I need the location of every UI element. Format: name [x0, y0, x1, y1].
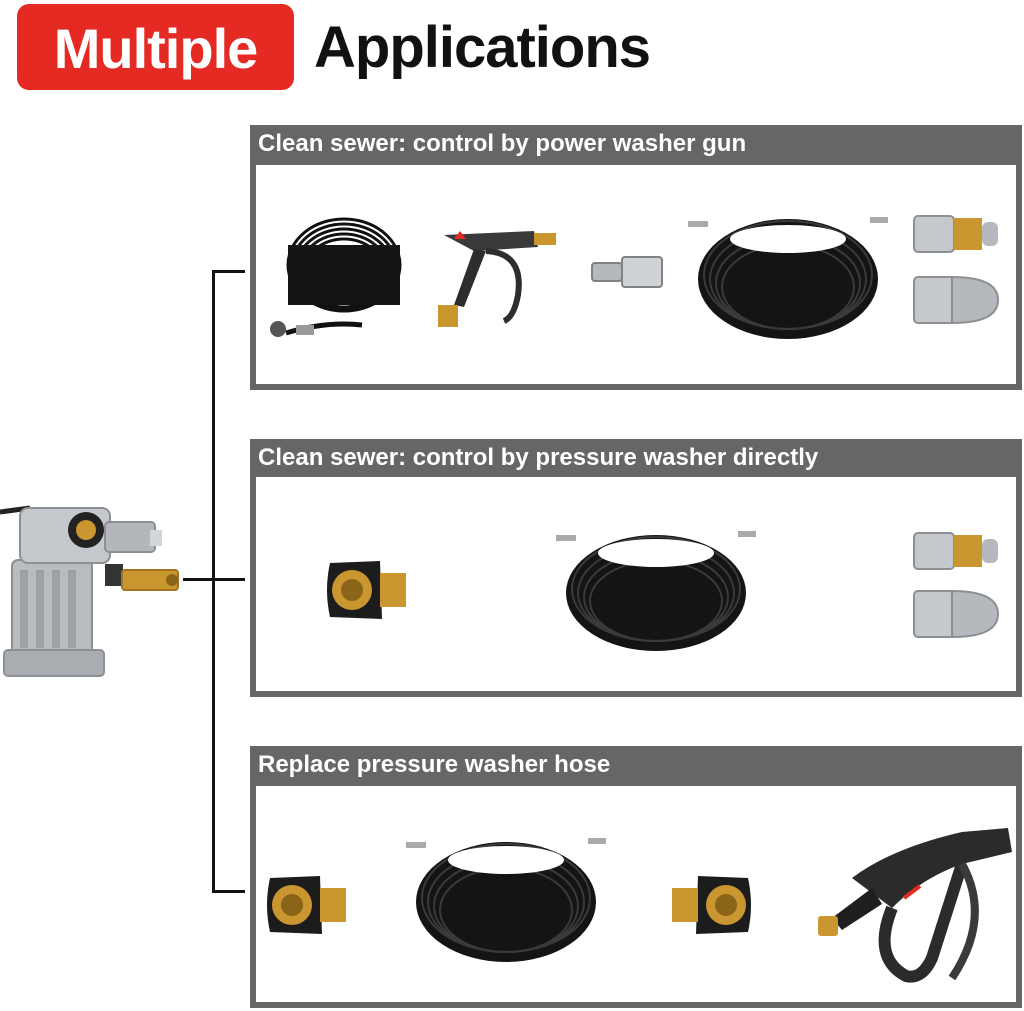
sewer-hose-icon	[556, 531, 756, 651]
panel-power-washer-gun: Clean sewer: control by power washer gun	[250, 125, 1022, 390]
title-badge-text: Multiple	[53, 17, 259, 80]
spray-gun-icon	[818, 828, 1012, 983]
pump-icon	[0, 505, 179, 677]
title-badge: Multiple	[17, 4, 294, 90]
sewer-hose-icon	[688, 217, 888, 339]
panel-body	[256, 786, 1016, 1002]
coupler-icon	[672, 876, 751, 934]
panel-body	[256, 477, 1016, 691]
page-title: Applications	[314, 15, 651, 80]
sewer-hose-icon	[406, 838, 606, 962]
coupler-icon	[327, 561, 406, 619]
nozzle-icon	[913, 589, 1000, 639]
connector-line-vertical	[212, 270, 215, 893]
quick-connector-icon	[591, 256, 663, 288]
panel-title: Replace pressure washer hose	[258, 751, 611, 778]
nozzle-icon	[913, 215, 998, 253]
connector-line-bottom	[212, 890, 245, 893]
nozzle-icon	[913, 532, 998, 570]
connector-line-top	[212, 270, 245, 273]
panel-title: Clean sewer: control by pressure washer …	[258, 444, 819, 471]
panel-body	[256, 165, 1016, 384]
spray-gun-icon	[438, 231, 556, 327]
coupler-icon	[267, 876, 346, 934]
nozzle-icon	[913, 275, 1000, 325]
hose-coil-icon	[270, 217, 402, 337]
panel-pressure-washer-direct: Clean sewer: control by pressure washer …	[250, 439, 1022, 697]
panel-replace-hose: Replace pressure washer hose	[250, 746, 1022, 1008]
panel-title: Clean sewer: control by power washer gun	[258, 130, 747, 157]
